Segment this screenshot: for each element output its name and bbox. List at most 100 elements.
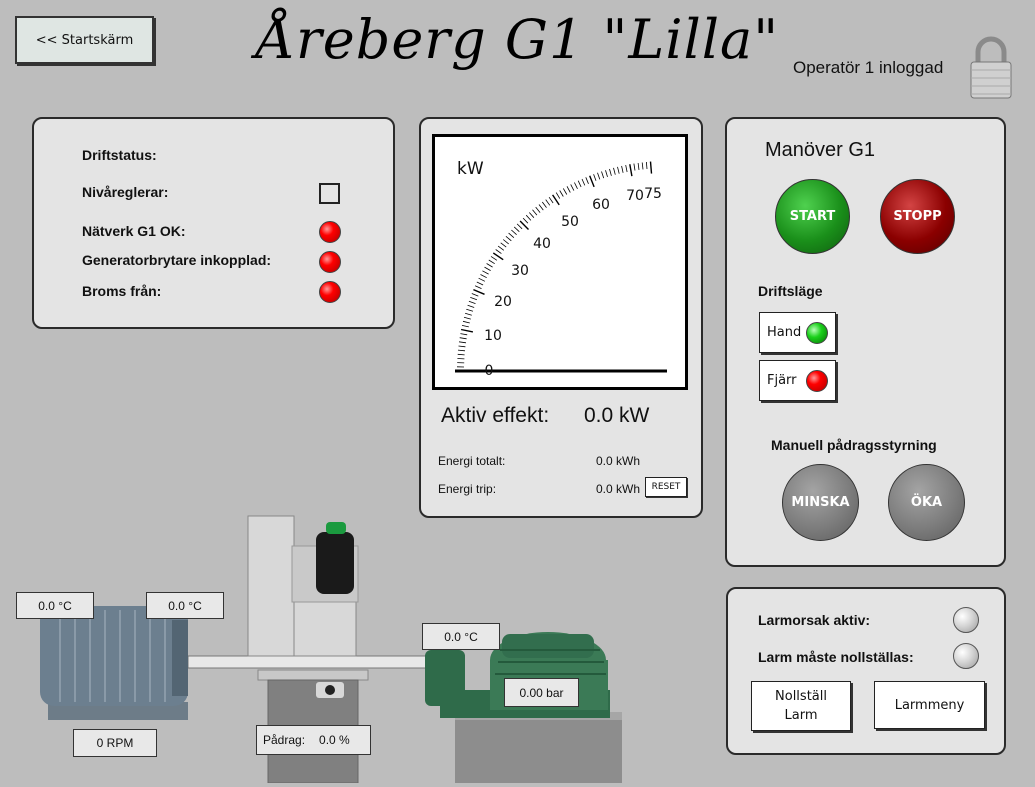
gauge-tick	[469, 301, 476, 303]
generatorbrytare-indicator	[319, 251, 341, 273]
generatorbrytare-label: Generatorbrytare inkopplad:	[82, 252, 271, 268]
gauge-tick	[475, 286, 481, 289]
gauge-tick	[638, 163, 639, 170]
gauge-tick	[489, 260, 495, 264]
gauge-tick	[482, 271, 488, 274]
gauge-tick-label: 0	[485, 363, 494, 379]
gauge-tick	[485, 267, 491, 271]
larmmeny-button[interactable]: Larmmeny	[874, 681, 985, 729]
gauge-tick	[646, 162, 647, 169]
broms-label: Broms från:	[82, 283, 161, 299]
gauge-tick	[472, 294, 479, 297]
driftslage-label: Driftsläge	[758, 283, 823, 299]
gauge-tick	[556, 193, 560, 199]
gauge-tick	[503, 240, 509, 244]
gauge-tick	[549, 197, 553, 203]
gauge-tick-label: 20	[494, 294, 512, 310]
aktiv-effekt-value: 0.0 kW	[584, 404, 649, 428]
energi-trip-label: Energi trip:	[438, 482, 496, 496]
gauge-tick	[511, 230, 516, 235]
padrag-label: Pådrag:	[263, 733, 305, 747]
gauge-tick	[560, 191, 564, 197]
page-title: Åreberg G1 "Lilla"	[256, 8, 776, 88]
gauge-tick-label: 30	[511, 263, 529, 279]
gauge-tick	[630, 164, 632, 176]
natverk-indicator	[319, 221, 341, 243]
gauge-tick	[594, 174, 596, 181]
nollstall-line1: Nollställ	[775, 687, 827, 706]
gauge-tick	[514, 227, 519, 232]
gauge-tick	[473, 290, 484, 295]
stopp-button[interactable]: STOPP	[880, 179, 955, 254]
gauge-tick	[614, 168, 616, 175]
gauge-tick	[542, 202, 546, 208]
gauge-tick	[626, 165, 627, 172]
gauge-tick	[526, 215, 531, 220]
gauge-tick	[571, 184, 574, 190]
larmorsak-indicator	[953, 607, 979, 633]
gauge-tick	[586, 177, 589, 184]
natverk-label: Nätverk G1 OK:	[82, 223, 185, 239]
gauge-tick	[466, 309, 473, 311]
gauge-tick	[563, 188, 567, 194]
gauge-tick	[602, 172, 604, 179]
padrag-readout: Pådrag: 0.0 %	[256, 725, 371, 755]
gauge-tick	[610, 169, 612, 176]
gauge-tick	[468, 305, 475, 307]
gauge-tick	[590, 176, 594, 187]
hand-mode-label: Hand	[767, 325, 801, 340]
gauge-tick	[506, 236, 511, 241]
nivareglerar-label: Nivåreglerar:	[82, 184, 168, 200]
gauge-tick	[618, 167, 620, 174]
temp-sensor-1: 0.0 °C	[16, 592, 94, 619]
rpm-readout: 0 RPM	[73, 729, 157, 757]
padrag-value: 0.0 %	[319, 733, 350, 747]
gauge-tick	[458, 354, 465, 355]
manover-title: Manöver G1	[765, 139, 875, 162]
pressure-readout: 0.00 bar	[504, 678, 579, 707]
gauge-tick	[459, 346, 466, 347]
gauge-tick	[461, 330, 473, 332]
energi-trip-value: 0.0 kWh	[596, 482, 640, 496]
gauge-tick	[533, 210, 537, 215]
nivareglerar-checkbox[interactable]	[319, 183, 340, 204]
gauge-tick	[536, 207, 540, 213]
gauge-tick	[464, 317, 471, 319]
broms-indicator	[319, 281, 341, 303]
gauge-tick	[477, 282, 483, 285]
gauge-tick	[496, 250, 502, 254]
gauge-tick	[606, 170, 608, 177]
manuell-padrag-label: Manuell pådragsstyrning	[771, 437, 937, 453]
gauge-tick	[642, 163, 643, 170]
energy-reset-button[interactable]: RESET	[645, 477, 687, 497]
gauge-tick	[479, 278, 485, 281]
gauge-tick	[470, 297, 477, 299]
aktiv-effekt-label: Aktiv effekt:	[441, 404, 549, 428]
energi-totalt-label: Energi totalt:	[438, 454, 505, 468]
gauge-tick	[517, 224, 522, 229]
gauge-tick	[498, 246, 504, 250]
start-button[interactable]: START	[775, 179, 850, 254]
nollstall-larm-button[interactable]: Nollställ Larm	[751, 681, 851, 731]
gauge-tick	[651, 162, 652, 174]
gauge-tick	[462, 325, 469, 327]
gauge-tick	[539, 205, 543, 211]
gauge-tick	[458, 350, 465, 351]
temp-sensor-2: 0.0 °C	[146, 592, 224, 619]
gauge-tick-label: 40	[533, 236, 551, 252]
gauge-tick-label: 70	[626, 188, 644, 204]
gauge-tick	[523, 218, 528, 223]
driftstatus-label: Driftstatus:	[82, 147, 157, 163]
minska-button[interactable]: MINSKA	[782, 464, 859, 541]
larm-nollstallas-indicator	[953, 643, 979, 669]
operator-status: Operatör 1 inloggad	[793, 58, 943, 78]
gauge-tick	[463, 321, 470, 323]
oka-button[interactable]: ÖKA	[888, 464, 965, 541]
gauge-tick-label: 10	[484, 328, 502, 344]
gauge-tick	[465, 313, 472, 315]
fjarr-mode-indicator	[806, 370, 828, 392]
larmorsak-label: Larmorsak aktiv:	[758, 612, 870, 628]
energi-totalt-value: 0.0 kWh	[596, 454, 640, 468]
lock-icon[interactable]	[968, 32, 1014, 100]
back-to-start-button[interactable]: << Startskärm	[15, 16, 154, 64]
